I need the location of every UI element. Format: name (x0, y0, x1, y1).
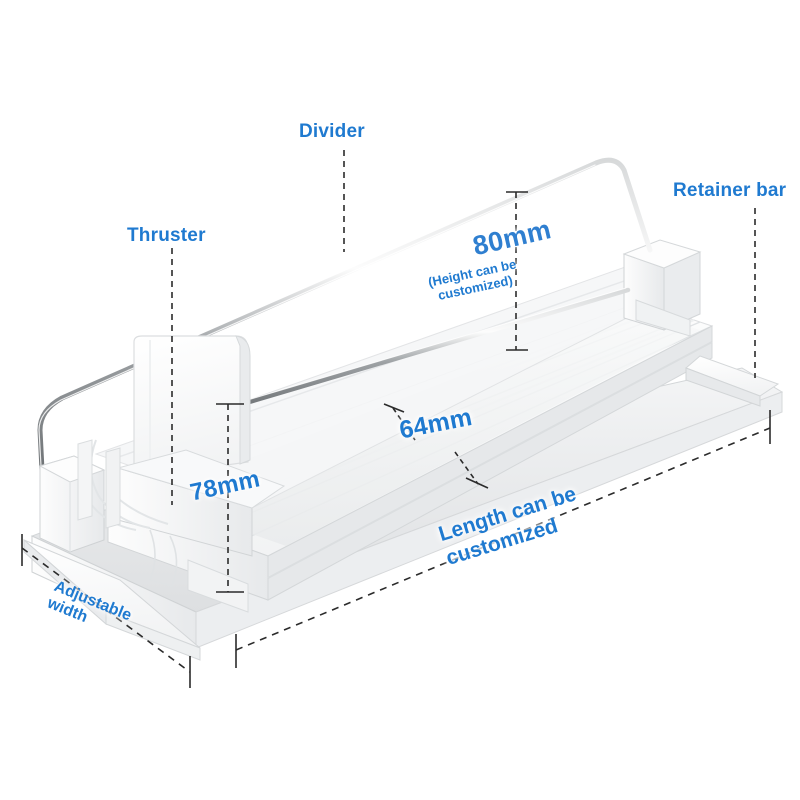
tray-width-tick-lower (465, 477, 489, 489)
left-end-assembly (23, 335, 286, 661)
lower-rod-highlight (223, 287, 627, 408)
left-mounting-plate-front (105, 611, 201, 661)
tray-width-leader-upper (392, 407, 416, 441)
right-end-assembly (622, 239, 780, 407)
front-mounting-tab-edge (685, 367, 761, 407)
thruster-sled-top (116, 449, 286, 509)
base-plate-edge (195, 391, 783, 649)
tray-long-face (267, 325, 713, 601)
left-post-b (105, 447, 121, 529)
tray-width-leader-lower (454, 451, 479, 485)
post-clamp-arm (635, 299, 691, 337)
sled-lower-box (187, 559, 249, 613)
dimension-lines (21, 150, 771, 688)
clear-clip-detail (149, 529, 178, 587)
retainer-bar-lower-rod (219, 287, 631, 413)
left-post-a (77, 439, 93, 521)
width-dimension-line (21, 547, 191, 673)
callout-label-retainer-bar: Retainer bar (673, 180, 787, 201)
callout-label-thruster: Thruster (127, 225, 206, 246)
tray-face-groove (267, 341, 713, 579)
retainer-bar-highlight (38, 164, 596, 467)
divider-plate-side (235, 335, 251, 465)
tray-width-tick-upper (383, 403, 405, 413)
callout-label-divider: Divider (299, 121, 365, 142)
retainer-bar (37, 157, 653, 473)
length-dimension-line (235, 427, 771, 651)
